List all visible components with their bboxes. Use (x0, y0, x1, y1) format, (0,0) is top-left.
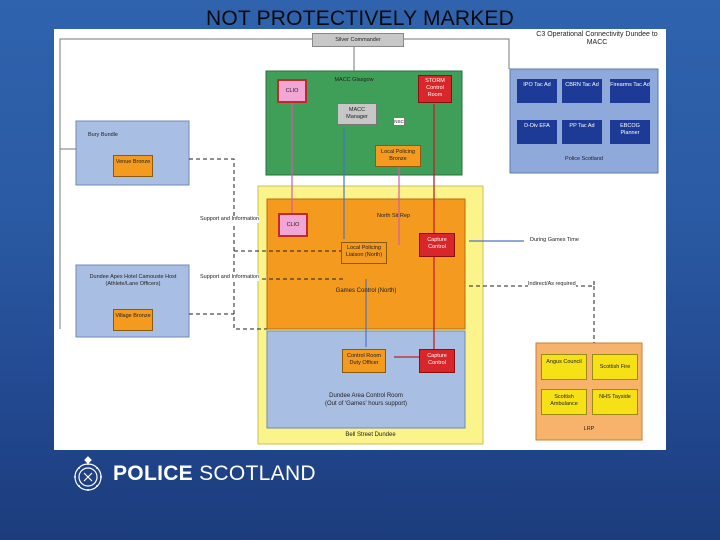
dundee-apex-title: Dundee Apex Hotel Camouste Host (Athlete… (89, 274, 177, 287)
duty-officer-box: Control Room Duty Officer (342, 349, 386, 373)
macc-clio-box: CLIO (277, 79, 307, 103)
ps-item-3: Firearms Tac Ad (610, 79, 650, 103)
dundee-area-title: Dundee Area Control Room (329, 393, 403, 399)
ps-item-6: EBCOG Planner (610, 120, 650, 144)
venue-bronze-box: Venue Bronze (113, 155, 153, 177)
area-capture-control-box: Capture Control (419, 349, 455, 373)
games-control-title: Games Control (North) (335, 288, 397, 294)
lrp-item-2: Scottish Fire (592, 354, 638, 380)
ps-item-4: D-Div EFA (517, 120, 557, 144)
support-info-label-1: Support and Information (200, 216, 260, 223)
games-clio-box: CLIO (278, 213, 308, 237)
police-scotland-caption: Police Scotland (565, 156, 603, 162)
local-policing-liaison-box: Local Policing Liaison (North) (341, 242, 387, 264)
dundee-area-region (266, 330, 466, 429)
ps-item-5: PP Tac Ad (562, 120, 602, 144)
macc-manager-box: MACC Manager (337, 103, 377, 125)
local-policing-bronze-box: Local Policing Bronze (375, 145, 421, 167)
lrp-caption: LRP (583, 426, 595, 432)
bury-bundle-title: Bury Bundle (88, 132, 118, 138)
games-capture-control-box: Capture Control (419, 233, 455, 257)
lrp-item-3: Scottish Ambulance (541, 389, 587, 415)
diagram-connectors (59, 38, 659, 445)
dundee-area-subtitle: (Out of 'Games' hours support) (325, 401, 407, 407)
lrp-item-4: NHS Tayside (592, 389, 638, 415)
silver-commander-box: Silver Commander (312, 33, 404, 47)
diagram-title: C3 Operational Connectivity Dundee to MA… (536, 31, 658, 47)
macc-storm-box: STORM Control Room (418, 75, 452, 103)
brand-light: SCOTLAND (199, 462, 316, 485)
ps-item-1: IPO Tac Ad (517, 79, 557, 103)
ps-item-2: CBRN Tac Ad (562, 79, 602, 103)
connectivity-diagram: C3 Operational Connectivity Dundee to MA… (54, 29, 666, 450)
macc-title: MACC Glasgow (334, 77, 374, 83)
indirect-label: Indirect/As required (528, 281, 576, 288)
nsc-box: NSC (393, 117, 405, 126)
protective-marking-banner: NOT PROTECTIVELY MARKED (206, 7, 514, 30)
police-scotland-wordmark: POLICE SCOTLAND (113, 462, 316, 486)
frame-line (59, 38, 312, 329)
brand-bold: POLICE (113, 462, 193, 485)
lrp-item-1: Angus Council (541, 354, 587, 380)
police-scotland-crest-icon (74, 456, 102, 491)
bell-street-label: Bell Street Dundee (345, 432, 396, 438)
north-sit-rep-label: North Sit Rep (377, 213, 411, 219)
support-info-label-2: Support and Information (200, 274, 260, 281)
during-games-label: During Games Time (530, 237, 579, 244)
village-bronze-box: Village Bronze (113, 309, 153, 331)
